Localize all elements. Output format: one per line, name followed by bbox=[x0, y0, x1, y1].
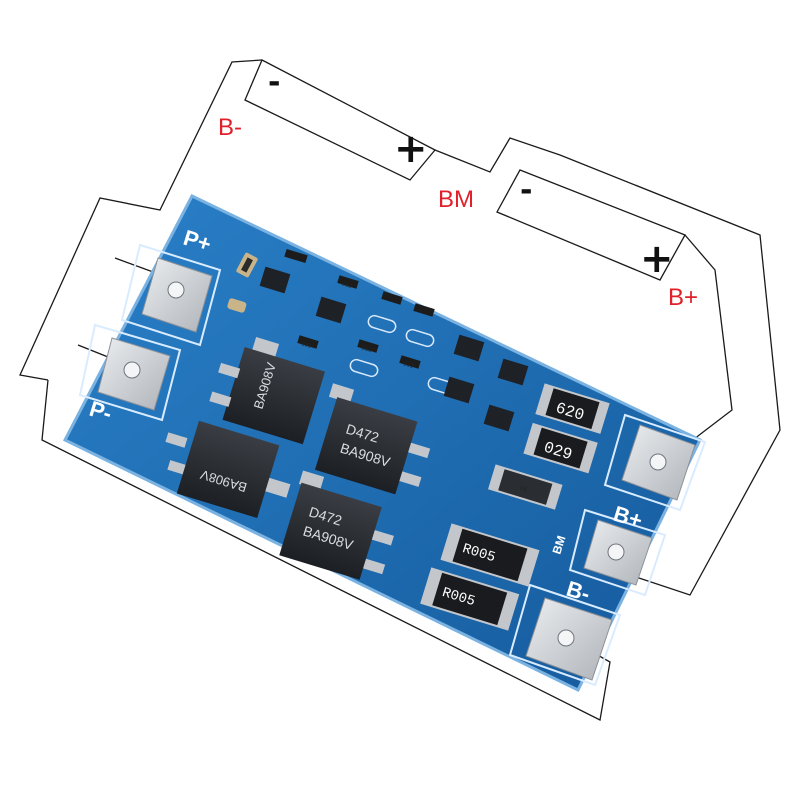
b-minus-wire bbox=[19, 59, 263, 381]
label-b-minus: B- bbox=[218, 114, 242, 141]
bottom-cell-minus-sign: - bbox=[520, 173, 532, 208]
pad-p-plus bbox=[141, 257, 213, 333]
chip-label-a: S12 bbox=[340, 281, 353, 290]
mosfet-3: BA908V bbox=[165, 420, 291, 519]
mosfet-2: D472 BA908V bbox=[314, 383, 431, 495]
pad-b-plus bbox=[621, 424, 696, 501]
diode-code: U6 bbox=[519, 486, 529, 494]
pad-p-minus bbox=[97, 337, 171, 411]
chip-label-b: 101 bbox=[402, 361, 414, 370]
label-bm: BM bbox=[438, 186, 474, 213]
silk-bm: BM bbox=[550, 534, 569, 556]
top-cell-minus-sign: - bbox=[268, 65, 280, 100]
label-b-plus: B+ bbox=[668, 284, 698, 311]
pad-bm bbox=[583, 519, 653, 586]
bottom-cell-plus-sign: + bbox=[640, 236, 674, 282]
mosfet-4: D472 BA908V bbox=[279, 470, 394, 580]
bm-wire bbox=[434, 137, 781, 596]
chip-label-c: 300 bbox=[300, 341, 312, 350]
chip-label-d: 1E3 bbox=[360, 345, 373, 354]
resistor-620: 620 bbox=[535, 383, 610, 434]
sense-resistor-2: R005 bbox=[420, 567, 520, 631]
top-cell-outline bbox=[244, 59, 437, 181]
bottom-cell-outline bbox=[496, 169, 686, 281]
pcb-board: P+ P- B+ BM B- S12 300 1E3 101 bbox=[62, 194, 707, 693]
smd-parts: S12 300 1E3 101 bbox=[227, 248, 529, 432]
top-cell-plus-sign: + bbox=[394, 126, 428, 172]
pad-b-minus bbox=[525, 597, 613, 681]
mosfet-1: BA908V bbox=[209, 336, 326, 445]
sense-resistor-1: R005 bbox=[440, 523, 540, 587]
resistor-029: 029 bbox=[523, 422, 598, 474]
diode: U6 bbox=[488, 464, 563, 510]
